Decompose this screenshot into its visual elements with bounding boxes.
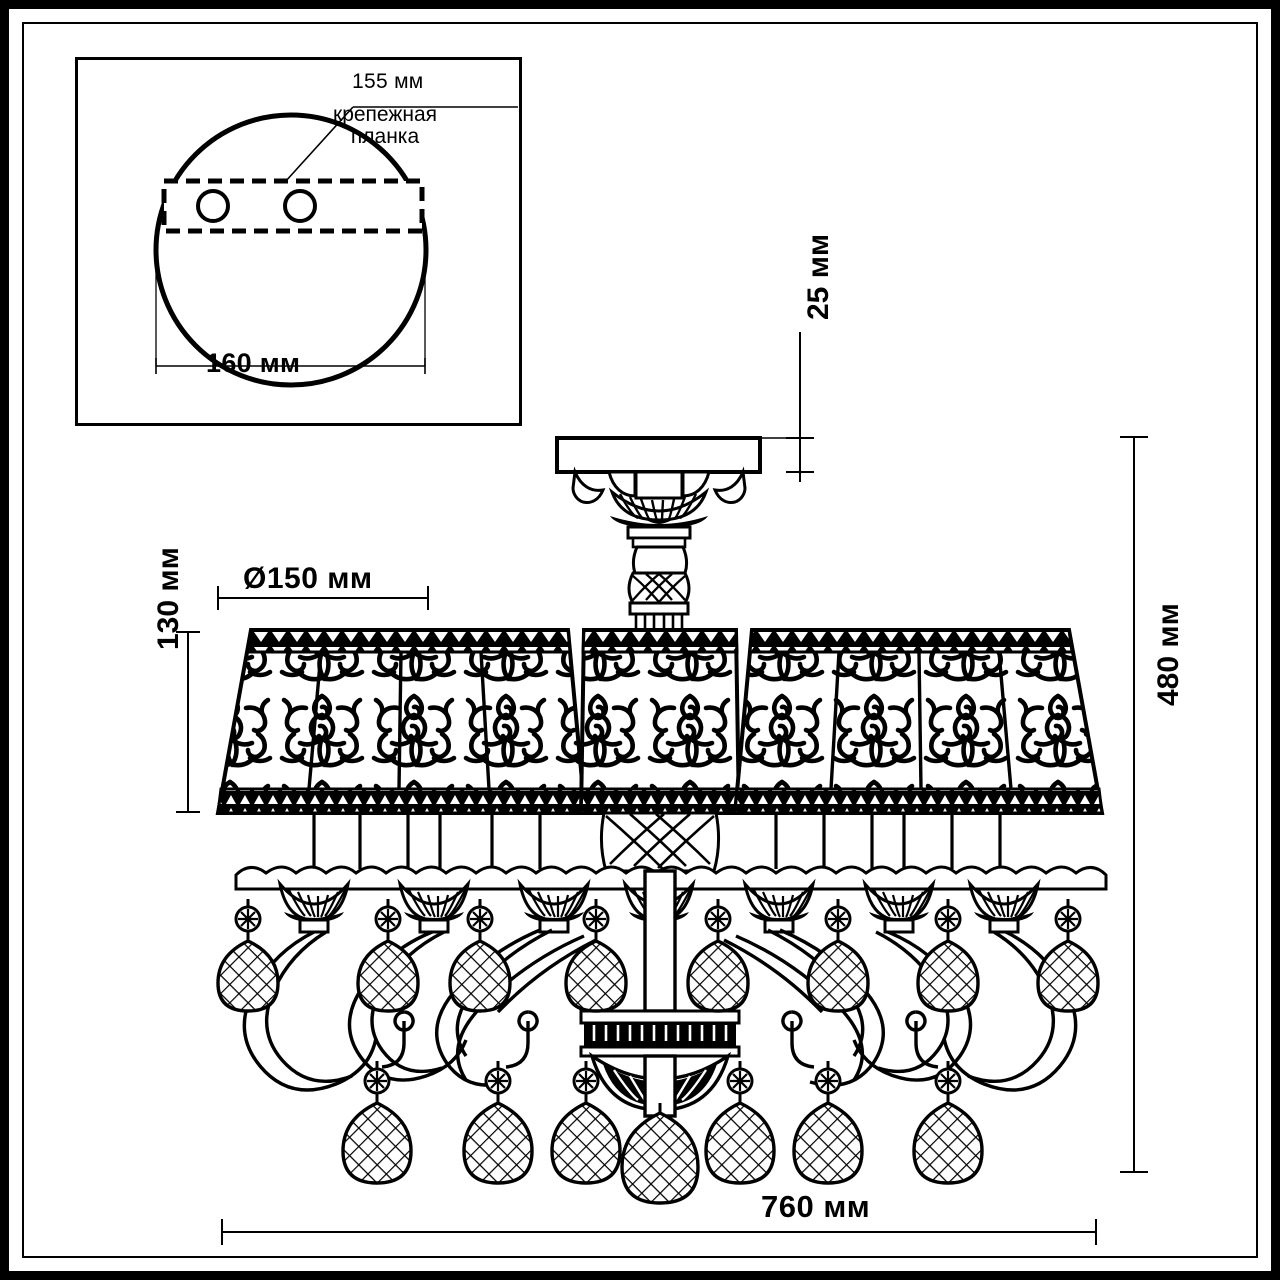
dim-shade-top-diameter <box>217 586 429 610</box>
label-150mm: Ø150 мм <box>243 562 373 595</box>
label-krepezhnaya: крепежная <box>333 103 438 126</box>
dim-total-height <box>1120 436 1148 1173</box>
label-krepezhnaya-planka: крепежная планка <box>333 104 437 148</box>
label-25mm: 25 мм <box>802 233 835 320</box>
label-480mm: 480 мм <box>1152 603 1185 706</box>
canopy-ornament <box>571 466 747 549</box>
crystal-pendants <box>216 899 1100 1205</box>
candle-cups-row <box>234 865 1108 934</box>
inner-border <box>22 22 1258 1258</box>
shade-panel-center <box>578 628 742 815</box>
dim-total-width <box>221 1219 1097 1245</box>
screw-hole <box>283 189 317 223</box>
label-155mm: 155 мм <box>352 70 424 93</box>
label-760mm: 760 мм <box>761 1189 871 1224</box>
screw-hole <box>196 189 230 223</box>
label-130mm: 130 мм <box>152 547 185 650</box>
dim-shade-height <box>176 631 200 813</box>
shade-panel-right <box>732 628 1105 815</box>
crystal-pendant <box>341 1061 984 1205</box>
central-finial <box>579 869 741 1118</box>
dimension-lines <box>176 332 1148 1245</box>
candle-cup <box>277 878 1041 934</box>
leader-line <box>284 106 518 183</box>
chandelier-stem <box>627 545 691 642</box>
dim-canopy-height <box>762 332 814 482</box>
suspension-rods <box>312 813 1002 869</box>
ceiling-plate-detail-box <box>75 57 522 426</box>
label-160mm: 160 мм <box>206 348 301 378</box>
dim-160 <box>155 250 426 374</box>
label-planka: планка <box>350 125 420 148</box>
ceiling-plate-detail-svg <box>153 106 518 388</box>
crystal-pendant <box>216 899 1100 1013</box>
central-column <box>599 811 721 873</box>
